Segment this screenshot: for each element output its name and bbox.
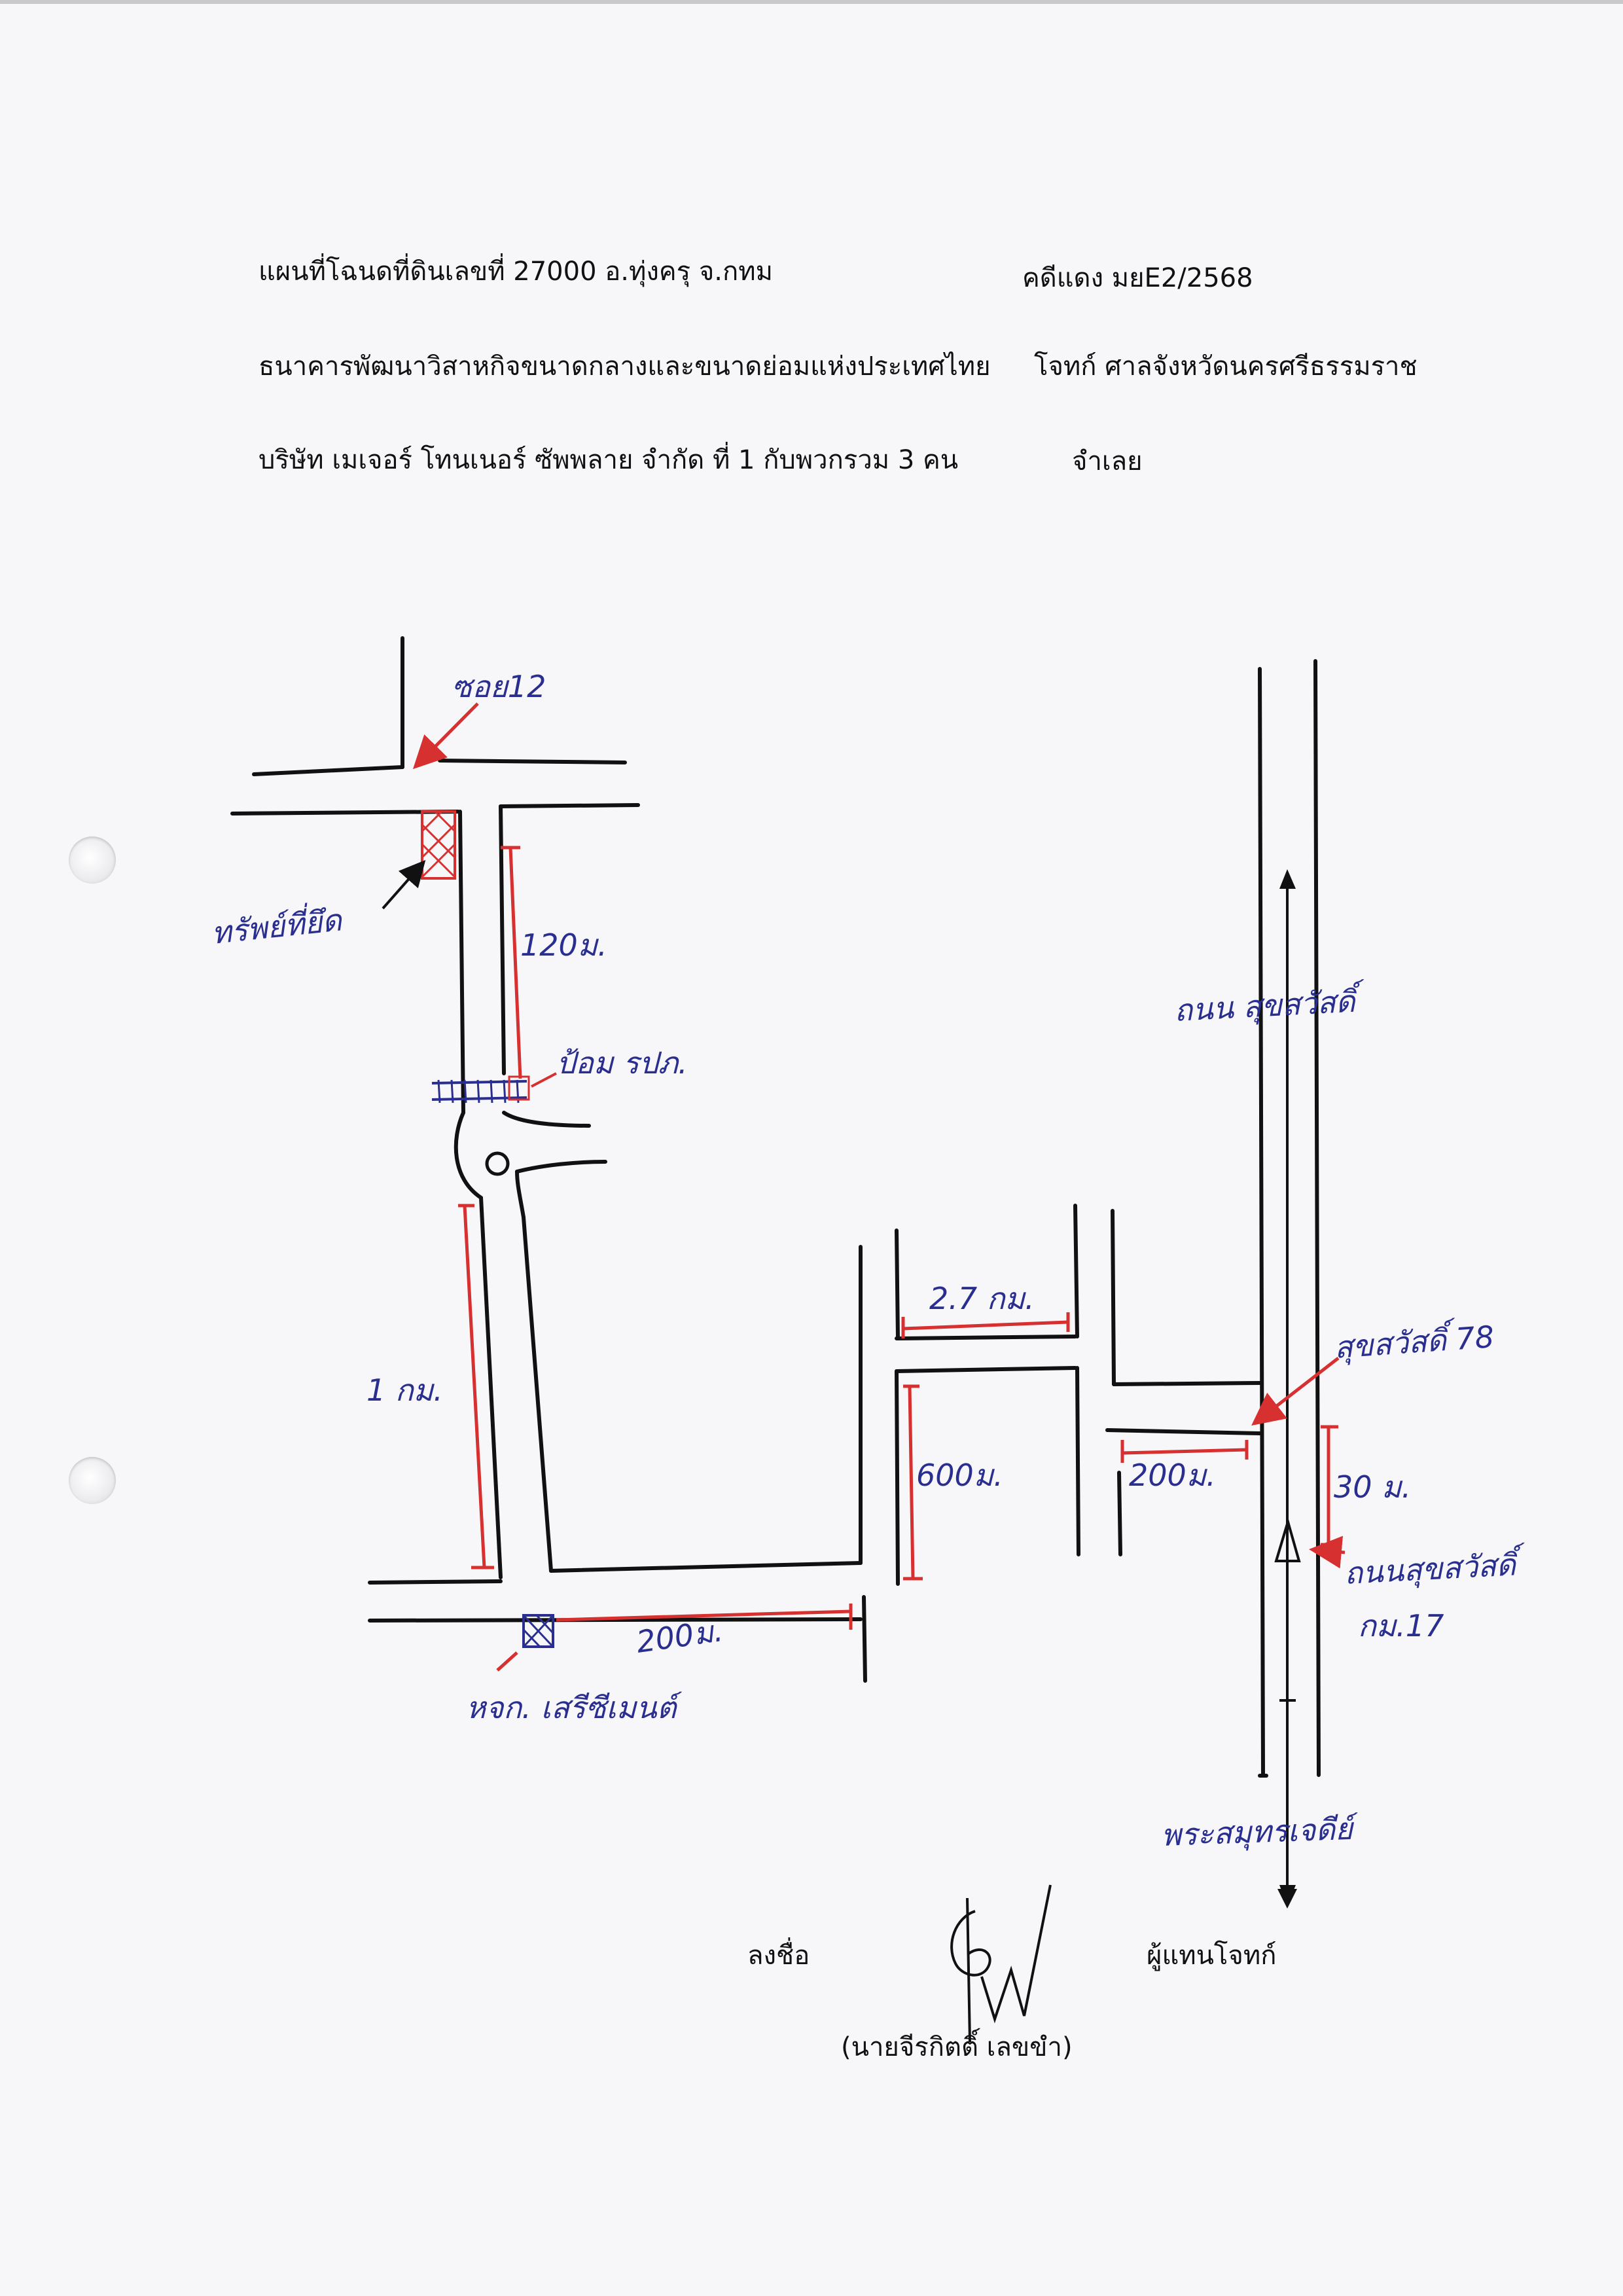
header-defendant-name: บริษัท เมเจอร์ โทนเนอร์ ซัพพลาย จำกัด ที… (259, 445, 959, 475)
label-km17: กม.17 (1358, 1608, 1444, 1643)
dimension-lines (458, 846, 1338, 1630)
header-plaintiff-court: โจทก์ ศาลจังหวัดนครศรีธรรมราช (1034, 351, 1418, 382)
label-phra-samut: พระสมุทรเจดีย์ (1160, 1810, 1359, 1853)
km-marker-icon (1274, 1516, 1301, 1562)
signatory-role: ผู้แทนโจทก์ (1147, 1941, 1277, 1971)
pointer-arrows (382, 702, 1346, 1909)
map-labels: ซอย12 ทรัพย์ที่ยึด 120ม. ป้อม รปภ. 1 กม.… (209, 669, 1527, 1854)
signature-scribble (950, 1884, 1052, 2043)
label-shop: หจก. เสรีซีเมนต์ (466, 1690, 682, 1725)
label-200m-right: 200ม. (1129, 1458, 1216, 1493)
header-plaintiff-name: ธนาคารพัฒนาวิสาหกิจขนาดกลางและขนาดย่อมแห… (259, 351, 991, 382)
guard-post-icon (431, 1075, 530, 1103)
label-road-sukhumvit: ถนน สุขสวัสดิ์ (1173, 979, 1366, 1029)
label-soi12: ซอย12 (452, 669, 546, 704)
label-sukhumvit-78: สุขสวัสดิ์ 78 (1333, 1315, 1495, 1366)
scan-top-edge (0, 0, 1623, 4)
header-case-number: คดีแดง มยE2/2568 (1022, 263, 1253, 293)
label-property: ทรัพย์ที่ยึด (209, 899, 345, 951)
label-600m: 600ม. (916, 1458, 1003, 1493)
punch-hole-top (69, 836, 116, 884)
shop-marker-icon (522, 1614, 554, 1648)
label-road-km17: ถนนสุขสวัสดิ์ (1343, 1543, 1527, 1592)
highway-direction-arrow (1279, 869, 1296, 1906)
header-defendant-label: จำเลย (1072, 446, 1143, 476)
label-30m: 30 ม. (1334, 1469, 1411, 1505)
signatory-name: (นายจีรกิตติ์ เลขขำ) (841, 2032, 1073, 2062)
property-marker-icon (421, 810, 456, 880)
header-deed-line: แผนที่โฉนดที่ดินเลขที่ 27000 อ.ทุ่งครุ จ… (259, 257, 773, 287)
label-2-7km: 2.7 กม. (929, 1281, 1035, 1316)
label-1km: 1 กม. (366, 1372, 443, 1408)
road-lines (230, 636, 1321, 1778)
label-120m: 120ม. (520, 927, 607, 963)
label-guard-post: ป้อม รปภ. (556, 1045, 688, 1081)
sign-label: ลงชื่อ (747, 1941, 810, 1971)
punch-hole-bottom (69, 1457, 116, 1504)
